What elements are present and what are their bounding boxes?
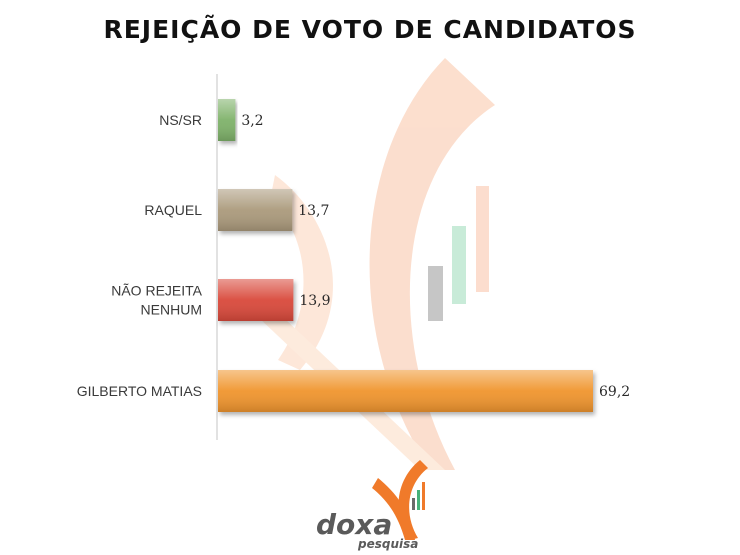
- value-label-2: 13,9: [299, 293, 330, 309]
- bars-group: [218, 99, 593, 412]
- doxa-arc-icon: [398, 460, 428, 540]
- watermark-arc-large: [369, 58, 495, 470]
- doxa-mini-bar-1: [412, 498, 415, 510]
- watermark-arc-small: [270, 175, 333, 370]
- watermark-bar-gray: [428, 266, 443, 321]
- value-labels: 3,2 13,7 13,9 69,2: [241, 113, 630, 400]
- bar-shine-3: [218, 370, 593, 412]
- bar-shine-1: [218, 189, 293, 231]
- category-label-3: GILBERTO MATIAS: [77, 383, 202, 399]
- value-label-3: 69,2: [599, 384, 630, 400]
- logo-tagline: pesquisa: [357, 537, 418, 551]
- doxa-mini-bar-3: [422, 482, 425, 510]
- bar-shine-0: [218, 99, 236, 141]
- logo-name: doxa: [316, 508, 392, 541]
- doxa-mini-bar-2: [417, 490, 420, 510]
- watermark-bar-green: [452, 226, 466, 304]
- category-label-0: NS/SR: [159, 112, 202, 128]
- value-label-0: 3,2: [241, 113, 263, 129]
- watermark-bar-pink: [476, 186, 489, 292]
- category-label-1: RAQUEL: [144, 202, 202, 218]
- chart-title: REJEIÇÃO DE VOTO DE CANDIDATOS: [103, 15, 636, 44]
- doxa-logo: doxa pesquisa: [316, 460, 428, 551]
- value-label-1: 13,7: [298, 203, 329, 219]
- bar-shine-2: [218, 279, 294, 321]
